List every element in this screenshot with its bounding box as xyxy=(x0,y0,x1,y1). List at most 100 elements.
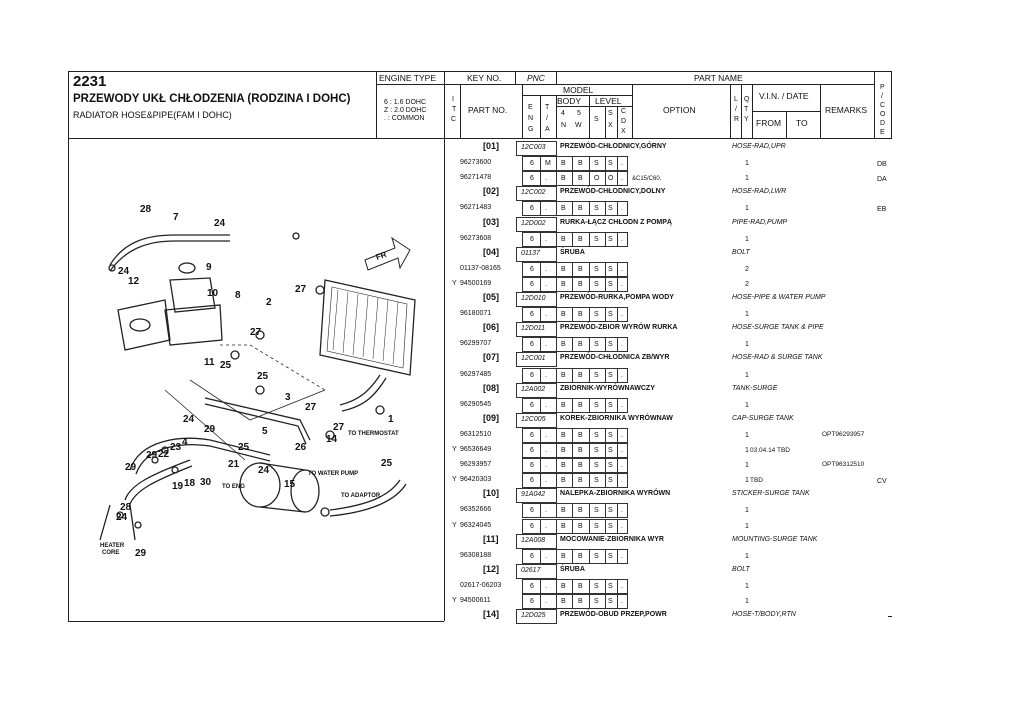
spec-divider xyxy=(605,398,606,413)
quantity: 1 xyxy=(745,160,749,167)
part-number[interactable]: 96273608 xyxy=(460,235,492,242)
spec-nw: B xyxy=(561,311,566,318)
part-number[interactable]: 96420303 xyxy=(460,476,492,483)
spec-divider xyxy=(617,398,618,413)
spec-divider xyxy=(556,398,557,413)
callout-number: 28 xyxy=(120,502,132,513)
lr-l: L xyxy=(734,96,738,103)
part-number[interactable]: 96308188 xyxy=(460,552,492,559)
part-number[interactable]: 94500611 xyxy=(460,597,491,604)
level-s: S xyxy=(594,116,599,123)
option-header: OPTION xyxy=(663,105,696,115)
part-number[interactable]: 96180071 xyxy=(460,310,492,317)
spec-box xyxy=(522,428,628,443)
spec-c: . xyxy=(621,341,623,348)
spec-ta: . xyxy=(545,462,547,469)
level-header: LEVEL xyxy=(595,96,622,106)
group-pnc: 12A008 xyxy=(521,537,546,544)
pcode-p: P xyxy=(880,84,885,91)
spec-divider xyxy=(617,201,618,216)
spec-sx: S xyxy=(608,507,613,514)
spec-eng: 6 xyxy=(530,507,534,514)
part-number[interactable]: 94500169 xyxy=(460,280,492,287)
nw-4: 4 xyxy=(561,110,565,117)
spec-divider xyxy=(605,171,606,186)
spec-body: B xyxy=(578,372,583,379)
spec-nw: B xyxy=(561,205,566,212)
part-number[interactable]: 96273600 xyxy=(460,159,492,166)
spec-eng: 6 xyxy=(530,462,534,469)
spec-sx: S xyxy=(608,477,613,484)
nw-w: W xyxy=(575,122,582,129)
part-number[interactable]: 96312510 xyxy=(460,431,492,438)
spec-body: B xyxy=(578,281,583,288)
part-number[interactable]: 96290545 xyxy=(460,401,492,408)
spec-c: . xyxy=(621,372,623,379)
part-number[interactable]: 96536649 xyxy=(460,446,492,453)
callout-number: 29 xyxy=(125,462,137,473)
spec-s: S xyxy=(594,160,599,167)
part-number[interactable]: 96352666 xyxy=(460,506,492,513)
spec-divider xyxy=(617,277,618,292)
spec-eng: 6 xyxy=(530,236,534,243)
spec-sx: S xyxy=(608,266,613,273)
group-name-en: HOSE-PIPE & WATER PUMP xyxy=(732,294,826,301)
callout-number: 18 xyxy=(184,478,196,489)
spec-s: S xyxy=(594,477,599,484)
quantity: 1 xyxy=(745,236,749,243)
spec-eng: 6 xyxy=(530,402,534,409)
spec-eng: 6 xyxy=(530,477,534,484)
spec-divider xyxy=(540,579,541,594)
spec-box xyxy=(522,549,628,564)
callout-number: 21 xyxy=(228,459,240,470)
spec-box xyxy=(522,171,628,186)
part-number[interactable]: 02617-06203 xyxy=(460,582,502,589)
spec-divider xyxy=(556,201,557,216)
spec-c: . xyxy=(621,311,623,318)
section-title: PRZEWODY UKŁ CHŁODZENIA (RODZINA I DOHC) xyxy=(73,93,351,105)
group-name-en: BOLT xyxy=(732,566,750,573)
part-number[interactable]: 96271483 xyxy=(460,204,492,211)
spec-s: S xyxy=(594,372,599,379)
spec-sx: S xyxy=(608,598,613,605)
part-number[interactable]: 96293957 xyxy=(460,461,492,468)
group-name-en: HOSE-RAD,UPR xyxy=(732,143,786,150)
pnc-box xyxy=(516,141,557,156)
spec-divider xyxy=(556,171,557,186)
part-number[interactable]: 96324045 xyxy=(460,522,492,529)
engine-type-3: . : COMMON xyxy=(384,115,425,122)
spec-divider xyxy=(617,443,618,458)
group-key: [14] xyxy=(483,609,500,619)
spec-divider xyxy=(540,156,541,171)
spec-divider xyxy=(572,579,573,594)
spec-divider xyxy=(556,428,557,443)
part-number[interactable]: 96297485 xyxy=(460,371,492,378)
spec-divider xyxy=(556,156,557,171)
spec-divider xyxy=(605,368,606,383)
spec-divider xyxy=(540,398,541,413)
spec-eng: 6 xyxy=(530,583,534,590)
part-number[interactable]: 01137-08165 xyxy=(460,265,501,272)
part-number[interactable]: 96271478 xyxy=(460,174,492,181)
spec-box xyxy=(522,519,628,534)
group-name-en: HOSE-T/BODY,RTN xyxy=(732,611,796,618)
spec-divider xyxy=(572,201,573,216)
spec-s: S xyxy=(594,507,599,514)
pnc-box xyxy=(516,534,557,549)
spec-box xyxy=(522,232,628,247)
group-name-en: MOUNTING-SURGE TANK xyxy=(732,536,818,543)
callout-number: 22 xyxy=(158,449,170,460)
spec-divider xyxy=(556,368,557,383)
group-pnc: 12D002 xyxy=(521,220,546,227)
callout-number: 24 xyxy=(183,414,195,425)
diagram-label: FR xyxy=(375,250,388,262)
spec-divider xyxy=(540,277,541,292)
remarks: OPT96293957 xyxy=(822,431,865,438)
spec-ta: . xyxy=(545,553,547,560)
part-number[interactable]: 96299707 xyxy=(460,340,492,347)
spec-divider xyxy=(572,262,573,277)
spec-divider xyxy=(572,428,573,443)
spec-nw: B xyxy=(561,402,566,409)
qty-q: Q xyxy=(744,96,750,103)
spec-body: B xyxy=(578,311,583,318)
